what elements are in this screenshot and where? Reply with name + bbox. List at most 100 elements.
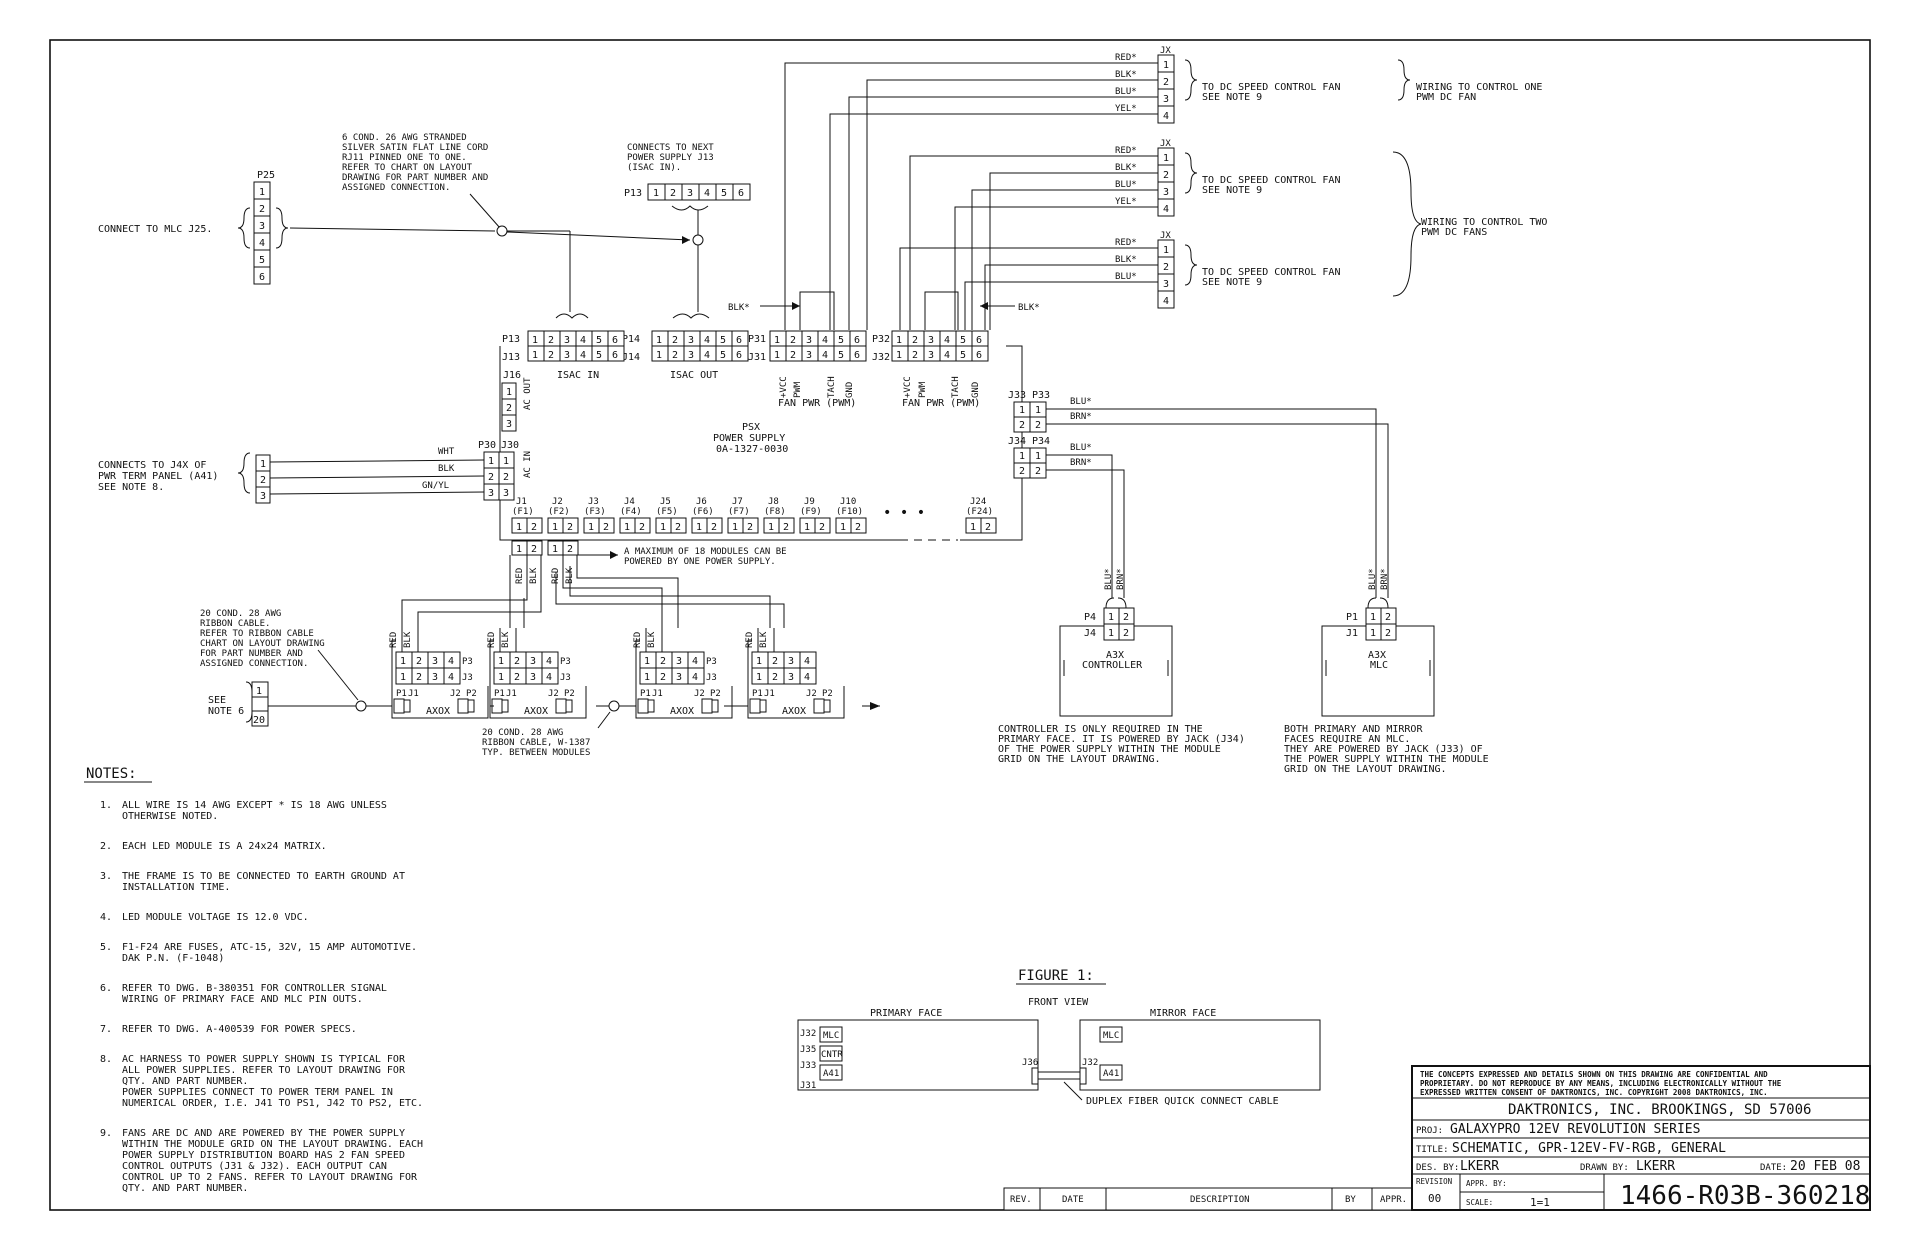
- date: 20 FEB 08: [1790, 1159, 1860, 1174]
- j1-label: J1: [408, 689, 419, 699]
- pin: 5: [838, 335, 844, 346]
- note-text: OTHERWISE NOTED.: [122, 811, 218, 822]
- pin: 4: [546, 656, 552, 667]
- p3-label: P3: [462, 657, 473, 667]
- wire-label: BRN*: [1070, 458, 1092, 468]
- drawing-number: 1466-R03B-360218: [1620, 1181, 1870, 1211]
- j1-label: J1: [506, 689, 517, 699]
- jack-label: J31: [800, 1081, 816, 1091]
- ribbon-note: 6 COND. 26 AWG STRANDED SILVER SATIN FLA…: [342, 133, 691, 244]
- note-text: INSTALLATION TIME.: [122, 882, 230, 893]
- revision-label: REVISION: [1416, 1177, 1452, 1186]
- svg-text:1: 1: [488, 456, 494, 467]
- primary-face: PRIMARY FACE: [870, 1008, 942, 1019]
- pin: 5: [720, 335, 726, 346]
- svg-text:1: 1: [506, 387, 512, 398]
- fuse-label: (F24): [966, 507, 993, 517]
- pin: 6: [259, 272, 265, 283]
- pin: 4: [822, 335, 828, 346]
- svg-text:2: 2: [1019, 420, 1025, 431]
- pin: 3: [806, 350, 812, 361]
- wire-label: BLK: [529, 567, 539, 584]
- title-label: TITLE:: [1416, 1145, 1449, 1155]
- svg-text:1: 1: [1019, 451, 1025, 462]
- j2-label: J2: [548, 689, 559, 699]
- fuse-label: (F3): [584, 507, 606, 517]
- j3-label: J3: [560, 673, 571, 683]
- note-line: POWER SUPPLY J13: [627, 153, 714, 163]
- figure-1: FIGURE 1: FRONT VIEW PRIMARY FACE MIRROR…: [797, 968, 1321, 1107]
- pin: 1: [768, 522, 774, 533]
- module-outline: [747, 640, 845, 719]
- blk-label: BLK*: [728, 303, 750, 313]
- pin: 3: [1163, 94, 1169, 105]
- wire-label: BLU*: [1115, 180, 1137, 190]
- p1-label: P1: [396, 689, 407, 699]
- rev-header: APPR.: [1380, 1195, 1407, 1205]
- pin: 5: [838, 350, 844, 361]
- p31-label: P31: [748, 334, 766, 345]
- pin: 2: [1123, 612, 1129, 623]
- axox-label: AXOX: [670, 706, 694, 717]
- pin: 6: [612, 335, 618, 346]
- wire-label: BRN*: [1116, 568, 1126, 590]
- fan-note: SEE NOTE 9: [1202, 185, 1262, 196]
- pin: 2: [675, 522, 681, 533]
- fuse-jack-label: J1: [516, 497, 527, 507]
- pin: 2: [567, 544, 573, 555]
- fuse-jack-label: J3: [588, 497, 599, 507]
- psx-board: P13 J13 ISAC IN P14 J14 ISAC OUT P31 J31…: [478, 330, 1389, 598]
- note-line: THEY ARE POWERED BY JACK (J33) OF: [1284, 744, 1483, 755]
- jx-label: JX: [1160, 139, 1171, 149]
- note-text: CONTROL UP TO 2 FANS. REFER TO LAYOUT DR…: [122, 1172, 418, 1183]
- fuse-jack-label: J6: [696, 497, 707, 507]
- mlc: BLU* BRN* P1 J1 1 2 1 2 A3X MLC BOTH PRI…: [1284, 568, 1489, 775]
- pin: 2: [259, 204, 265, 215]
- proj-label: PROJ:: [1416, 1126, 1443, 1136]
- note-text: AC HARNESS TO POWER SUPPLY SHOWN IS TYPI…: [122, 1054, 406, 1065]
- note-line: FACES REQUIRE AN MLC.: [1284, 734, 1410, 745]
- p13-label: P13: [502, 334, 520, 345]
- fan-note: SEE NOTE 9: [1202, 277, 1262, 288]
- pin: 3: [432, 672, 438, 683]
- pin: 4: [259, 238, 265, 249]
- note-line: CONNECTS TO NEXT: [627, 143, 714, 153]
- fuse-label: (F8): [764, 507, 786, 517]
- pin: 3: [676, 656, 682, 667]
- p3-label: P3: [560, 657, 571, 667]
- revision-block: REV. DATE DESCRIPTION BY APPR.: [1003, 1187, 1413, 1211]
- pin: 2: [514, 672, 520, 683]
- p3-label: P3: [706, 657, 717, 667]
- svg-text:1: 1: [1019, 405, 1025, 416]
- wiring-note: PWM DC FANS: [1421, 227, 1487, 238]
- pin: 1: [840, 522, 846, 533]
- wire-label: BRN*: [1380, 568, 1390, 590]
- note-line: GRID ON THE LAYOUT DRAWING.: [998, 754, 1161, 765]
- ac-in-label: AC IN: [523, 451, 533, 478]
- mlc-name: A3X: [1368, 650, 1386, 661]
- pin: 6: [976, 350, 982, 361]
- jack-label: J35: [800, 1045, 816, 1055]
- note-text: WIRING OF PRIMARY FACE AND MLC PIN OUTS.: [122, 994, 363, 1005]
- j3-label: J3: [706, 673, 717, 683]
- svg-text:2: 2: [1035, 466, 1041, 477]
- svg-text:1: 1: [1035, 451, 1041, 462]
- fan-note: SEE NOTE 9: [1202, 92, 1262, 103]
- note-number: 9.: [100, 1128, 112, 1139]
- fan-pin-label: PWM: [918, 381, 928, 398]
- pin: 2: [531, 544, 537, 555]
- pin: 3: [788, 656, 794, 667]
- j1-label: J1: [652, 689, 663, 699]
- wire-label: BLK: [759, 631, 769, 648]
- pin: 4: [704, 188, 710, 199]
- note-text: EACH LED MODULE IS A 24x24 MATRIX.: [122, 841, 327, 852]
- pin: 2: [670, 188, 676, 199]
- fuse-label: (F4): [620, 507, 642, 517]
- p2-label: P2: [564, 689, 575, 699]
- rev-header: REV.: [1010, 1195, 1032, 1205]
- pin: 1: [1108, 612, 1114, 623]
- duplex-label: DUPLEX FIBER QUICK CONNECT CABLE: [1086, 1096, 1279, 1107]
- designer: LKERR: [1460, 1159, 1499, 1174]
- controller: BLU* BRN* P4 J4 1 2 1 2 A3X CONTROLLER C…: [998, 568, 1245, 765]
- pin: 2: [514, 656, 520, 667]
